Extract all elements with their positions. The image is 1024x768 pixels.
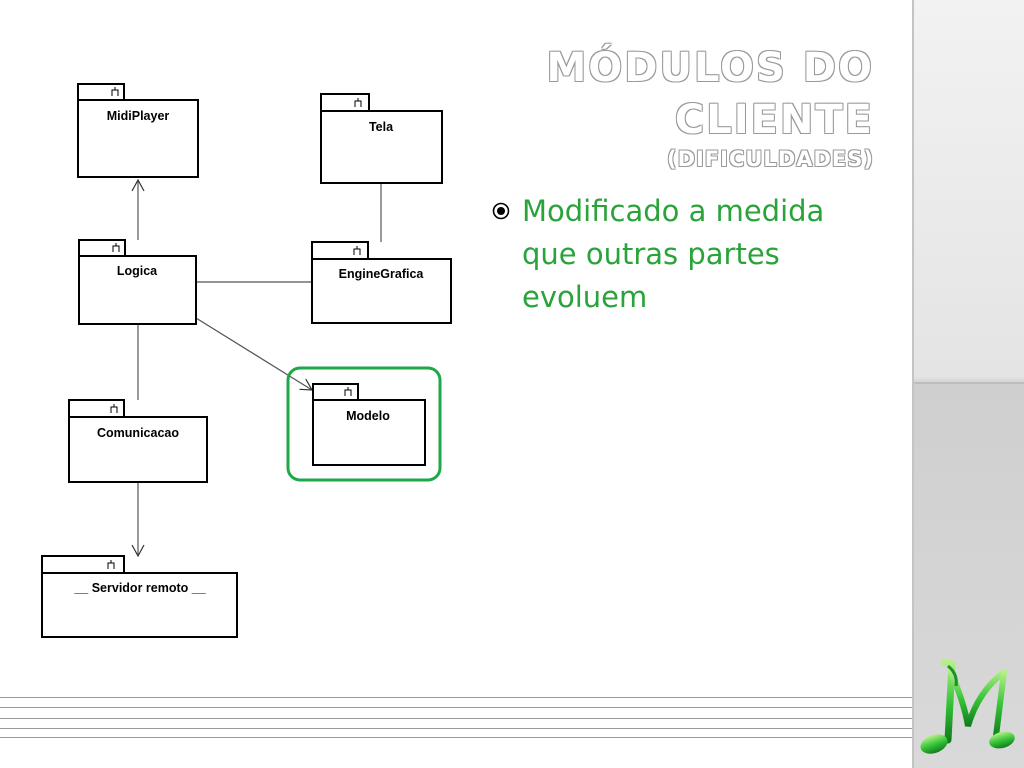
slide-title: MÓDULOS DO CLIENTE (DIFICULDADES): [547, 42, 875, 172]
highlight-box: [286, 366, 442, 482]
package-midiplayer: MidiPlayer: [77, 83, 199, 178]
package-label: Logica: [117, 264, 158, 278]
staff-line: [0, 728, 912, 729]
package-enginegrafica: EngineGrafica: [311, 241, 452, 324]
connection-logica-modelo: [195, 317, 314, 391]
title-subtitle: (DIFICULDADES): [666, 147, 874, 171]
package-tela: Tela: [320, 93, 443, 184]
decorative-sidebar: [912, 0, 1024, 768]
package-logica: Logica: [78, 239, 197, 325]
package-label: Comunicacao: [97, 426, 179, 440]
package-label: Tela: [369, 120, 394, 134]
staff-line: [0, 697, 912, 698]
staff-line: [0, 718, 912, 719]
circled-dot-icon: [492, 202, 510, 220]
title-line-1: MÓDULOS DO: [546, 45, 874, 91]
bullet-item: Modificado a medida que outras partes ev…: [522, 194, 825, 314]
uml-package-diagram: MidiPlayer Tela Logica EngineGrafica: [41, 83, 452, 638]
package-servidor: __ Servidor remoto __: [41, 555, 238, 638]
bullet-list: Modificado a medida que outras partes ev…: [492, 190, 892, 319]
package-label: EngineGrafica: [339, 267, 425, 281]
package-label: __ Servidor remoto __: [73, 581, 206, 595]
package-comunicacao: Comunicacao: [68, 399, 208, 483]
staff-line: [0, 737, 912, 738]
title-line-2: CLIENTE: [674, 97, 874, 143]
package-label: Modelo: [346, 409, 390, 423]
package-label: MidiPlayer: [107, 109, 170, 123]
staff-line: [0, 707, 912, 708]
sidebar-divider: [914, 382, 1024, 384]
package-modelo: Modelo: [286, 366, 442, 482]
music-note-m-logo-icon: [920, 658, 1015, 754]
